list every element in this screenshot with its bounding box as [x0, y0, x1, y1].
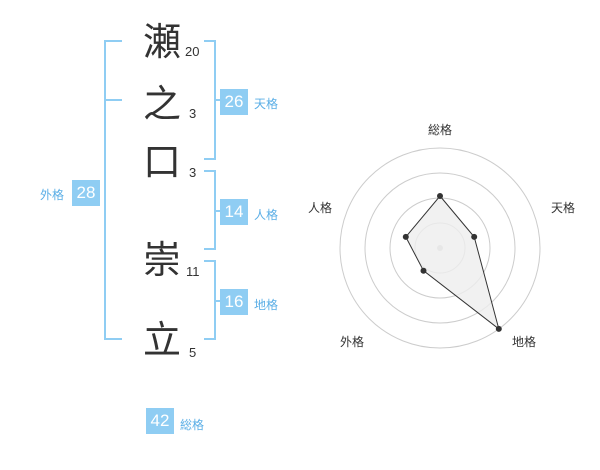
name-char-2: 之 — [142, 82, 181, 126]
radar-point-3 — [495, 325, 502, 332]
soukaku-label: 総格 — [180, 418, 205, 432]
radar-polygon — [405, 195, 500, 331]
jinkaku-badge: 14 — [220, 199, 248, 225]
radar-point-2 — [471, 233, 478, 240]
stroke-count-2: 3 — [189, 106, 197, 121]
stroke-count-5: 5 — [189, 345, 197, 360]
stroke-count-4: 11 — [186, 264, 200, 279]
gaikaku-bracket — [104, 40, 122, 340]
jinkaku-label: 人格 — [254, 208, 279, 222]
radar-label-gaikaku: 外格 — [340, 334, 364, 349]
tenkaku-badge: 26 — [220, 89, 248, 115]
jinkaku-tick — [214, 210, 222, 212]
tenkaku-label: 天格 — [254, 97, 279, 111]
name-char-4: 崇 — [142, 238, 181, 282]
chikaku-badge: 16 — [220, 289, 248, 315]
name-char-1: 瀬 — [142, 20, 181, 64]
radar-label-tenkaku: 天格 — [551, 200, 575, 215]
radar-point-4 — [420, 267, 427, 274]
radar-point-1 — [437, 193, 443, 199]
radar-label-chikaku: 地格 — [512, 334, 536, 349]
radar-point-5 — [402, 233, 409, 240]
gaikaku-badge: 28 — [72, 180, 100, 206]
name-char-5: 立 — [142, 318, 181, 362]
chikaku-label: 地格 — [254, 298, 279, 312]
radar-label-soukaku: 総格 — [428, 122, 452, 137]
radar-label-jinkaku: 人格 — [308, 200, 332, 215]
gaikaku-label: 外格 — [40, 188, 65, 202]
soukaku-badge: 42 — [146, 408, 174, 434]
radar-points — [402, 193, 502, 332]
radar-ring-3 — [364, 172, 516, 324]
chikaku-tick — [214, 300, 222, 302]
tenkaku-tick — [214, 99, 222, 101]
radar-ring-4 — [339, 147, 541, 349]
stroke-count-3: 3 — [189, 165, 197, 180]
stroke-count-1: 20 — [185, 44, 200, 59]
name-char-3: 口 — [142, 140, 181, 184]
gaikaku-mid-tick — [104, 99, 122, 101]
